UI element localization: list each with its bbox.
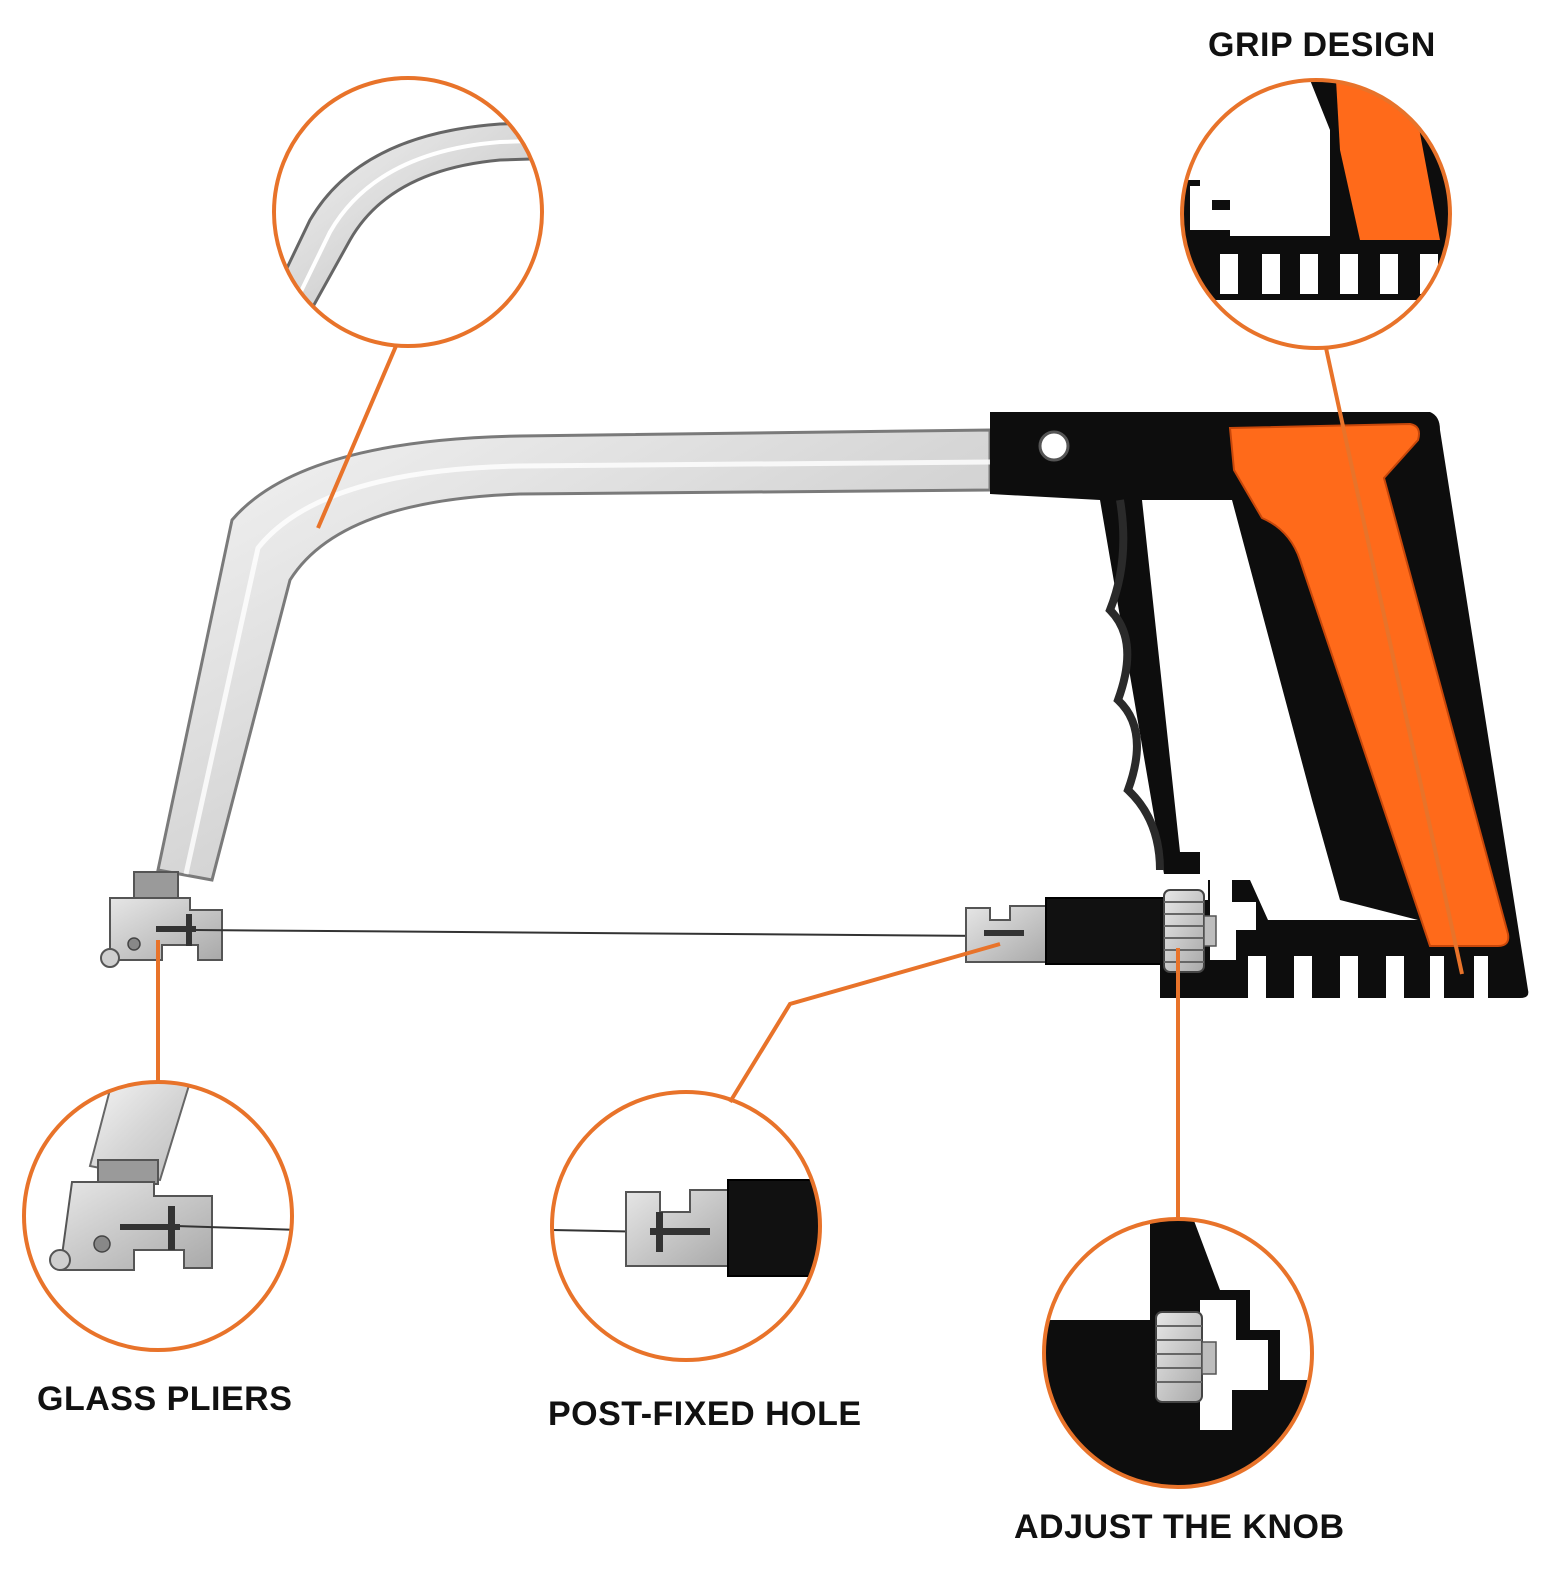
saw-frame [156, 428, 992, 882]
callout-glass-pliers [22, 1080, 294, 1352]
callout-grip-design [1180, 78, 1452, 350]
callout-adjust-knob [1042, 1217, 1314, 1489]
label-grip-design: GRIP DESIGN [1208, 26, 1436, 64]
saw-blade [195, 929, 991, 937]
callout-frame-bend [272, 76, 544, 348]
label-adjust-knob: ADJUST THE KNOB [1014, 1508, 1345, 1546]
blade-clamp-left [100, 871, 223, 968]
blade-clamp-right [965, 897, 1165, 965]
saw-handle [990, 412, 1529, 998]
label-post-fixed-hole: POST-FIXED HOLE [548, 1395, 862, 1433]
label-glass-pliers: GLASS PLIERS [37, 1380, 293, 1418]
callout-lines [156, 345, 1464, 1218]
callout-post-fixed-hole [550, 1090, 822, 1362]
